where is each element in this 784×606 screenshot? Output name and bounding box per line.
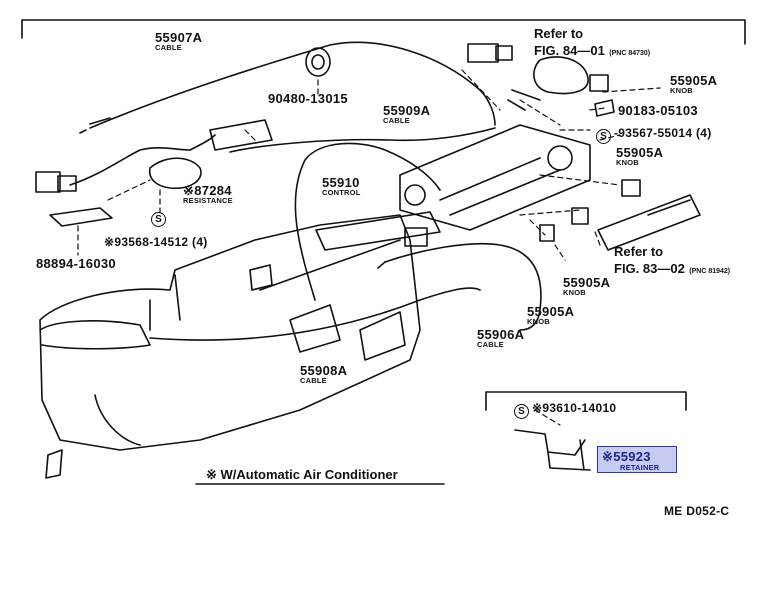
ref-pnc: (PNC 84730) xyxy=(609,50,651,57)
part-label-90183[interactable]: 90183-05103 xyxy=(618,103,698,118)
part-number: 55905A xyxy=(616,145,664,160)
part-name: KNOB xyxy=(527,317,550,326)
part-label-55923-highlighted[interactable]: ※55923 RETAINER xyxy=(597,446,677,473)
part-name: CABLE xyxy=(477,340,504,349)
part-name: KNOB xyxy=(563,288,586,297)
part-name: CONTROL xyxy=(322,188,361,197)
subframe-bracket xyxy=(485,391,687,411)
ref-line2: FIG. 83—02 xyxy=(614,261,685,276)
part-label-55905a-4[interactable]: 55905A KNOB xyxy=(527,305,574,326)
part-label-55909a[interactable]: 55909A CABLE xyxy=(383,104,430,125)
cable-55907a xyxy=(89,41,496,129)
frame-bracket xyxy=(21,19,746,45)
part-label-87284[interactable]: ※87284 RESISTANCE xyxy=(183,184,233,205)
part-label-55910[interactable]: 55910 CONTROL xyxy=(322,176,360,197)
ref-line1: Refer to xyxy=(614,244,664,259)
part-number: 55905A xyxy=(527,304,575,319)
part-name: RETAINER xyxy=(620,463,660,472)
legend-note: ※ W/Automatic Air Conditioner xyxy=(206,467,398,482)
s-symbol-icon-3: S xyxy=(514,404,529,419)
part-name: RESISTANCE xyxy=(183,196,233,205)
ref-line1: Refer to xyxy=(534,26,584,41)
diagram-code: ME D052-C xyxy=(664,504,730,518)
s-symbol-icon-1: S xyxy=(151,208,169,227)
part-number: 55905A xyxy=(563,275,611,290)
part-label-55905a-3[interactable]: 55905A KNOB xyxy=(563,276,610,297)
part-name: KNOB xyxy=(616,158,639,167)
part-number: 55907A xyxy=(155,30,203,45)
ref-fig-84[interactable]: Refer to FIG. 84—01 (PNC 84730) xyxy=(534,27,650,59)
part-number: ※93610-14010 xyxy=(532,401,617,415)
part-label-55905a-1[interactable]: 55905A KNOB xyxy=(670,74,717,95)
part-label-55906a[interactable]: 55906A CABLE xyxy=(477,328,524,349)
part-number: ※87284 xyxy=(183,183,232,198)
part-label-93567[interactable]: S-93567-55014 (4) xyxy=(596,125,712,144)
part-number: ※55923 xyxy=(602,449,651,464)
part-number: 55909A xyxy=(383,103,431,118)
part-label-93610[interactable]: S※93610-14010 xyxy=(514,400,616,419)
part-number: 55910 xyxy=(322,175,360,190)
ref-pnc: (PNC 81942) xyxy=(689,268,731,275)
part-number: -93567-55014 (4) xyxy=(614,126,712,140)
part-label-88894[interactable]: 88894-16030 xyxy=(36,256,116,271)
part-name: CABLE xyxy=(383,116,410,125)
part-name: CABLE xyxy=(300,376,327,385)
part-name: CABLE xyxy=(155,43,182,52)
part-label-55907a[interactable]: 55907A CABLE xyxy=(155,31,202,52)
part-number: 55905A xyxy=(670,73,718,88)
part-name: KNOB xyxy=(670,86,693,95)
part-number: 55908A xyxy=(300,363,348,378)
ref-fig-83[interactable]: Refer to FIG. 83—02 (PNC 81942) xyxy=(614,245,730,277)
part-label-55908a[interactable]: 55908A CABLE xyxy=(300,364,347,385)
part-label-93568[interactable]: ※93568-14512 (4) xyxy=(104,235,208,249)
s-symbol-icon-2: S xyxy=(596,129,611,144)
part-label-55905a-2[interactable]: 55905A KNOB xyxy=(616,146,663,167)
part-label-90480[interactable]: 90480-13015 xyxy=(268,91,348,106)
part-number: 55906A xyxy=(477,327,525,342)
ref-line2: FIG. 84—01 xyxy=(534,43,605,58)
